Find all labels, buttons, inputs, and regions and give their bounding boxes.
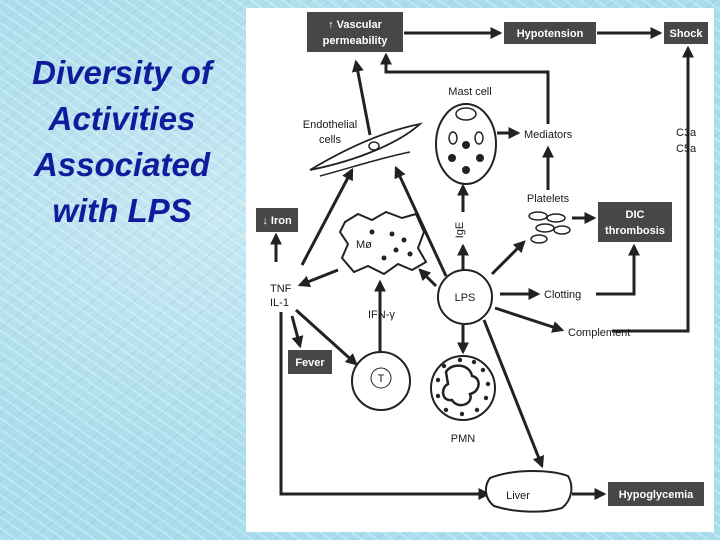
- arrow-mediators-to-vascular: [380, 52, 550, 124]
- vascular-label-line2: permeability: [323, 35, 389, 47]
- title-line-2: Activities: [48, 100, 196, 137]
- liver-label: Liver: [506, 490, 530, 502]
- arrow-complement-to-shock: [612, 45, 694, 333]
- title-line-4: with LPS: [52, 192, 192, 229]
- diagram-arrows: [270, 27, 694, 500]
- liver-organ: Liver: [484, 470, 573, 513]
- mast-cell: Mast cell: [435, 86, 497, 185]
- mast-cell-label: Mast cell: [448, 86, 491, 98]
- vascular-permeability-box: ↑ Vascular permeability: [307, 12, 403, 52]
- arrow-lps-to-liver: [482, 319, 545, 469]
- macrophage-cell: Mø: [338, 210, 428, 276]
- arrow-lps-to-endothelial: [394, 165, 448, 277]
- arrow-clotting-to-dic: [596, 243, 640, 296]
- hypotension-label: Hypotension: [517, 28, 584, 40]
- dic-label-line2: thrombosis: [605, 225, 665, 237]
- lps-activity-diagram: ↑ Vascular permeability Hypotension Shoc…: [256, 12, 708, 513]
- arrow-tnf-to-liver: [279, 312, 491, 500]
- platelets-label: Platelets: [527, 193, 570, 205]
- t-cell: T: [351, 351, 411, 411]
- mediators-label: Mediators: [524, 129, 573, 141]
- arrow-endothelial-to-vascular: [351, 59, 372, 136]
- pmn-label: PMN: [451, 433, 476, 445]
- tnf-label: TNF: [270, 283, 292, 295]
- lps-label: LPS: [455, 292, 476, 304]
- shock-box: Shock: [664, 22, 708, 44]
- iron-box: ↓ Iron: [256, 208, 298, 232]
- arrow-macrophage-to-tnf: [297, 268, 339, 288]
- hypoglycemia-box: Hypoglycemia: [608, 482, 704, 506]
- hypoglycemia-label: Hypoglycemia: [619, 489, 694, 501]
- dic-label-line1: DIC: [626, 209, 645, 221]
- endothelial-label-line1: Endothelial: [303, 119, 357, 131]
- vascular-label-line1: ↑ Vascular: [328, 19, 383, 31]
- fever-box: Fever: [288, 350, 332, 374]
- fever-label: Fever: [295, 357, 325, 369]
- arrow-tnf-to-t-cell: [294, 308, 358, 366]
- endothelial-cells: Endothelial cells: [303, 119, 424, 177]
- c5a-label: C5a: [676, 143, 697, 155]
- hypotension-box: Hypotension: [504, 22, 596, 44]
- platelets: Platelets: [527, 193, 571, 244]
- lps-node: LPS: [437, 269, 493, 325]
- clotting-label: Clotting: [544, 289, 581, 301]
- slide-title: Diversity of Activities Associated with …: [4, 50, 240, 234]
- ifn-gamma-label: IFN-γ: [368, 309, 395, 321]
- ige-label: IgE: [454, 222, 466, 239]
- arrow-tnf-to-endothelial: [300, 167, 354, 266]
- arrow-tnf-to-fever: [290, 315, 304, 349]
- arrow-lps-to-complement: [494, 306, 565, 333]
- t-cell-label: T: [378, 373, 385, 385]
- arrow-lps-to-macrophage: [418, 268, 438, 288]
- dic-thrombosis-box: DIC thrombosis: [598, 202, 672, 242]
- c3a-label: C3a: [676, 127, 697, 139]
- lps-diagram-panel: ↑ Vascular permeability Hypotension Shoc…: [246, 8, 714, 532]
- title-line-3: Associated: [33, 146, 211, 183]
- arrow-lps-to-platelets: [490, 240, 526, 276]
- pmn-cell: PMN: [430, 355, 496, 445]
- iron-label: ↓ Iron: [262, 215, 292, 227]
- macrophage-label: Mø: [356, 239, 372, 251]
- shock-label: Shock: [669, 28, 703, 40]
- il1-label: IL-1: [270, 297, 289, 309]
- title-line-1: Diversity of: [32, 54, 212, 91]
- endothelial-label-line2: cells: [319, 134, 342, 146]
- complement-label: Complement: [568, 327, 630, 339]
